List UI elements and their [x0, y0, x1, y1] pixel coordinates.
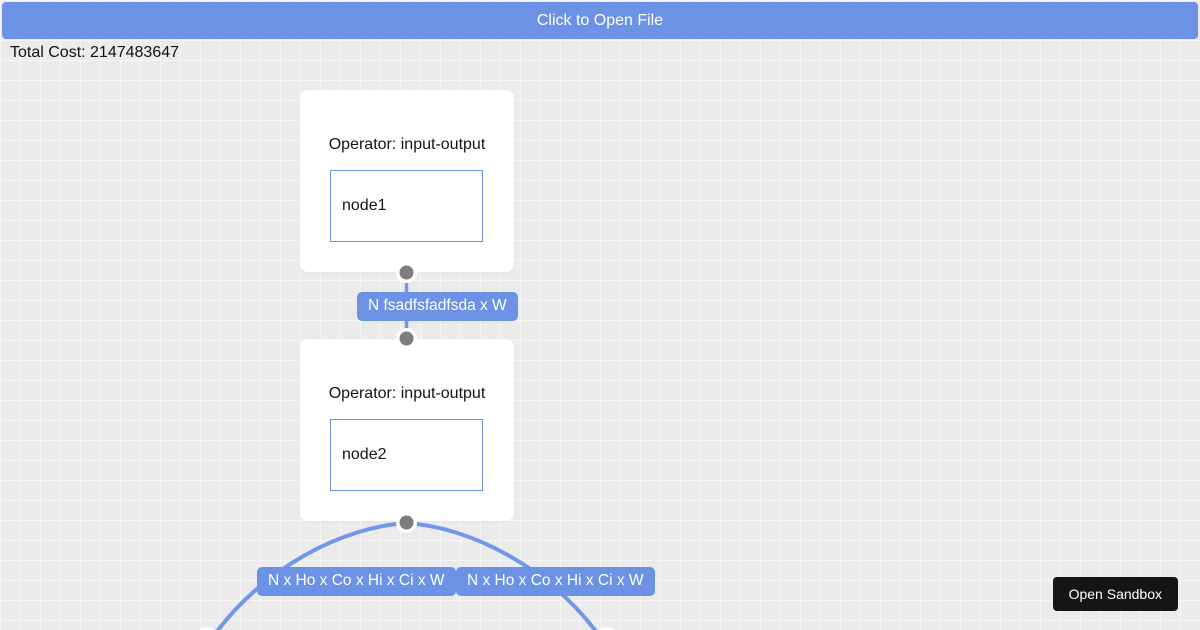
- node-card-node2[interactable]: Operator: input-output node2: [300, 339, 514, 521]
- total-cost-label: Total Cost: 2147483647: [10, 44, 180, 61]
- node-name-box: node1: [330, 170, 483, 242]
- node-name-box: node2: [330, 419, 483, 491]
- operator-label: Operator: input-output: [328, 385, 486, 402]
- open-file-button[interactable]: Click to Open File: [2, 2, 1198, 39]
- node-card-node1[interactable]: Operator: input-output node1: [300, 90, 514, 272]
- edge-label: N fsadfsfadfsda x W: [357, 292, 518, 321]
- operator-label: Operator: input-output: [328, 136, 486, 153]
- open-sandbox-button[interactable]: Open Sandbox: [1052, 577, 1178, 611]
- edge-label: N x Ho x Co x Hi x Ci x W: [456, 567, 655, 596]
- edge-label: N x Ho x Co x Hi x Ci x W: [257, 567, 456, 596]
